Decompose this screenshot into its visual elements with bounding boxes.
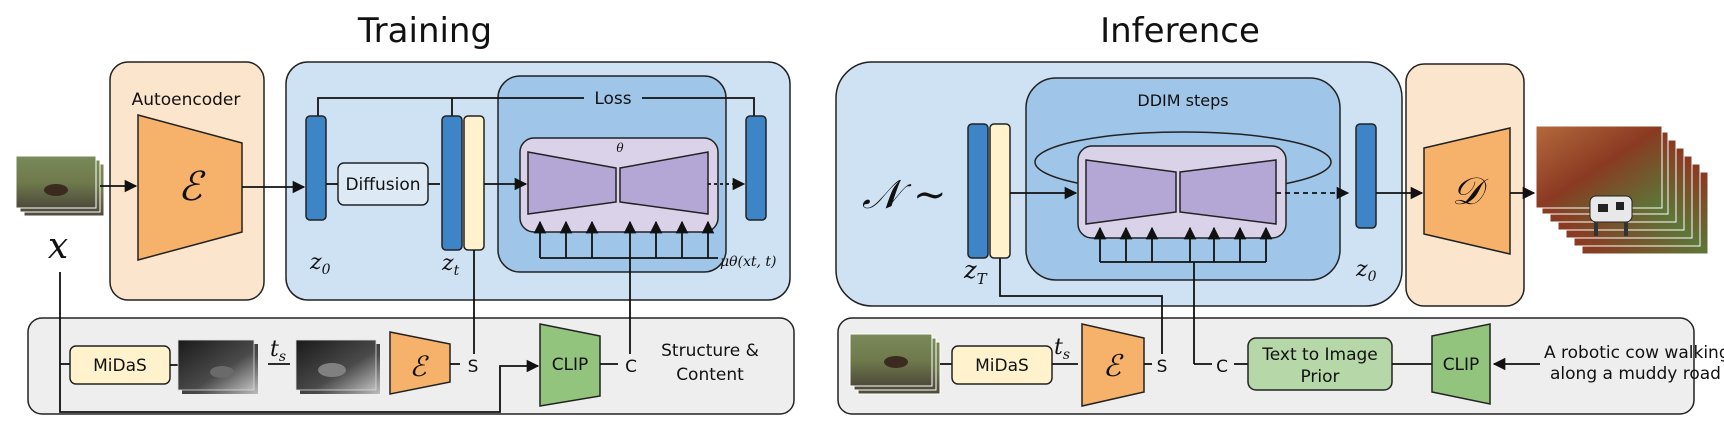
training-depth-frames-2 [295, 339, 380, 394]
unet-decoder-block [619, 151, 709, 215]
inference-unet-encoder-block [1085, 159, 1177, 225]
prior-line1: Text to Image [1261, 345, 1378, 365]
training-clip [539, 323, 601, 407]
prompt-line1: A robotic cow walking [1544, 343, 1724, 363]
z0-latent [305, 115, 327, 221]
mu-output-latent [745, 115, 767, 221]
arrow-x-to-clip [59, 272, 540, 413]
inference-structure-encoder-symbol: ℰ [1103, 349, 1124, 384]
unet-encoder-block [527, 151, 617, 215]
training-clip-label: CLIP [552, 355, 589, 375]
structure-label: Structure & [661, 341, 759, 361]
loss-line-right [642, 97, 755, 116]
inference-z0-label: z0 [1355, 257, 1377, 285]
training-structure-encoder-symbol: ℰ [410, 350, 430, 383]
input-x-label: x [48, 226, 68, 267]
mu-label: μθ(xt, t) [720, 254, 777, 270]
input-video-frames [15, 155, 105, 217]
training-depth-frames-1 [177, 339, 258, 394]
inference-structure-encoder [1081, 323, 1145, 407]
zT-structure-channel [989, 123, 1011, 259]
inference-clip-label: CLIP [1443, 355, 1480, 375]
autoencoder-label: Autoencoder [132, 90, 241, 110]
training-midas-label: MiDaS [93, 356, 147, 376]
training-title: Training [357, 11, 492, 51]
zt-structure-channel [463, 115, 485, 251]
encoder-trapezoid [137, 114, 243, 261]
inference-unet-decoder-block [1179, 159, 1277, 225]
inference-ts-label: ts [1054, 335, 1070, 363]
zT-label: zT [963, 256, 988, 288]
theta-label: θ [616, 141, 624, 155]
training-ts-label: ts [270, 337, 286, 365]
output-video-frames [1535, 125, 1709, 255]
noise-label: 𝒩 ∼ [862, 172, 947, 218]
s-to-zT [999, 258, 1163, 354]
training-s-label: S [468, 357, 479, 377]
loss-line-left [317, 97, 584, 116]
training-c-label: C [625, 357, 637, 377]
inference-z0-latent [1355, 123, 1377, 229]
inference-c-label: C [1216, 357, 1228, 377]
inference-clip [1431, 323, 1491, 405]
inference-midas-box [951, 345, 1053, 385]
zT-latent [967, 123, 989, 259]
prompt-line2: along a muddy road [1550, 364, 1721, 384]
inference-s-label: S [1157, 357, 1168, 377]
ddim-label: DDIM steps [1137, 91, 1228, 110]
prior-line2: Prior [1300, 367, 1339, 387]
decoder-trapezoid [1423, 127, 1511, 255]
loss-label: Loss [594, 89, 631, 109]
inference-title: Inference [1100, 11, 1260, 51]
training-conditioning-arrows [533, 220, 718, 259]
diffusion-label: Diffusion [345, 175, 420, 195]
content-label: Content [676, 365, 744, 385]
encoder-symbol: ℰ [178, 164, 206, 210]
zt-label: zt [441, 251, 460, 279]
inference-midas-label: MiDaS [975, 356, 1029, 376]
training-structure-encoder [389, 331, 451, 395]
z0-label: z0 [309, 250, 331, 278]
inference-input-frames [849, 333, 941, 395]
inference-conditioning-arrows [1093, 226, 1273, 263]
zt-latent [441, 115, 463, 251]
